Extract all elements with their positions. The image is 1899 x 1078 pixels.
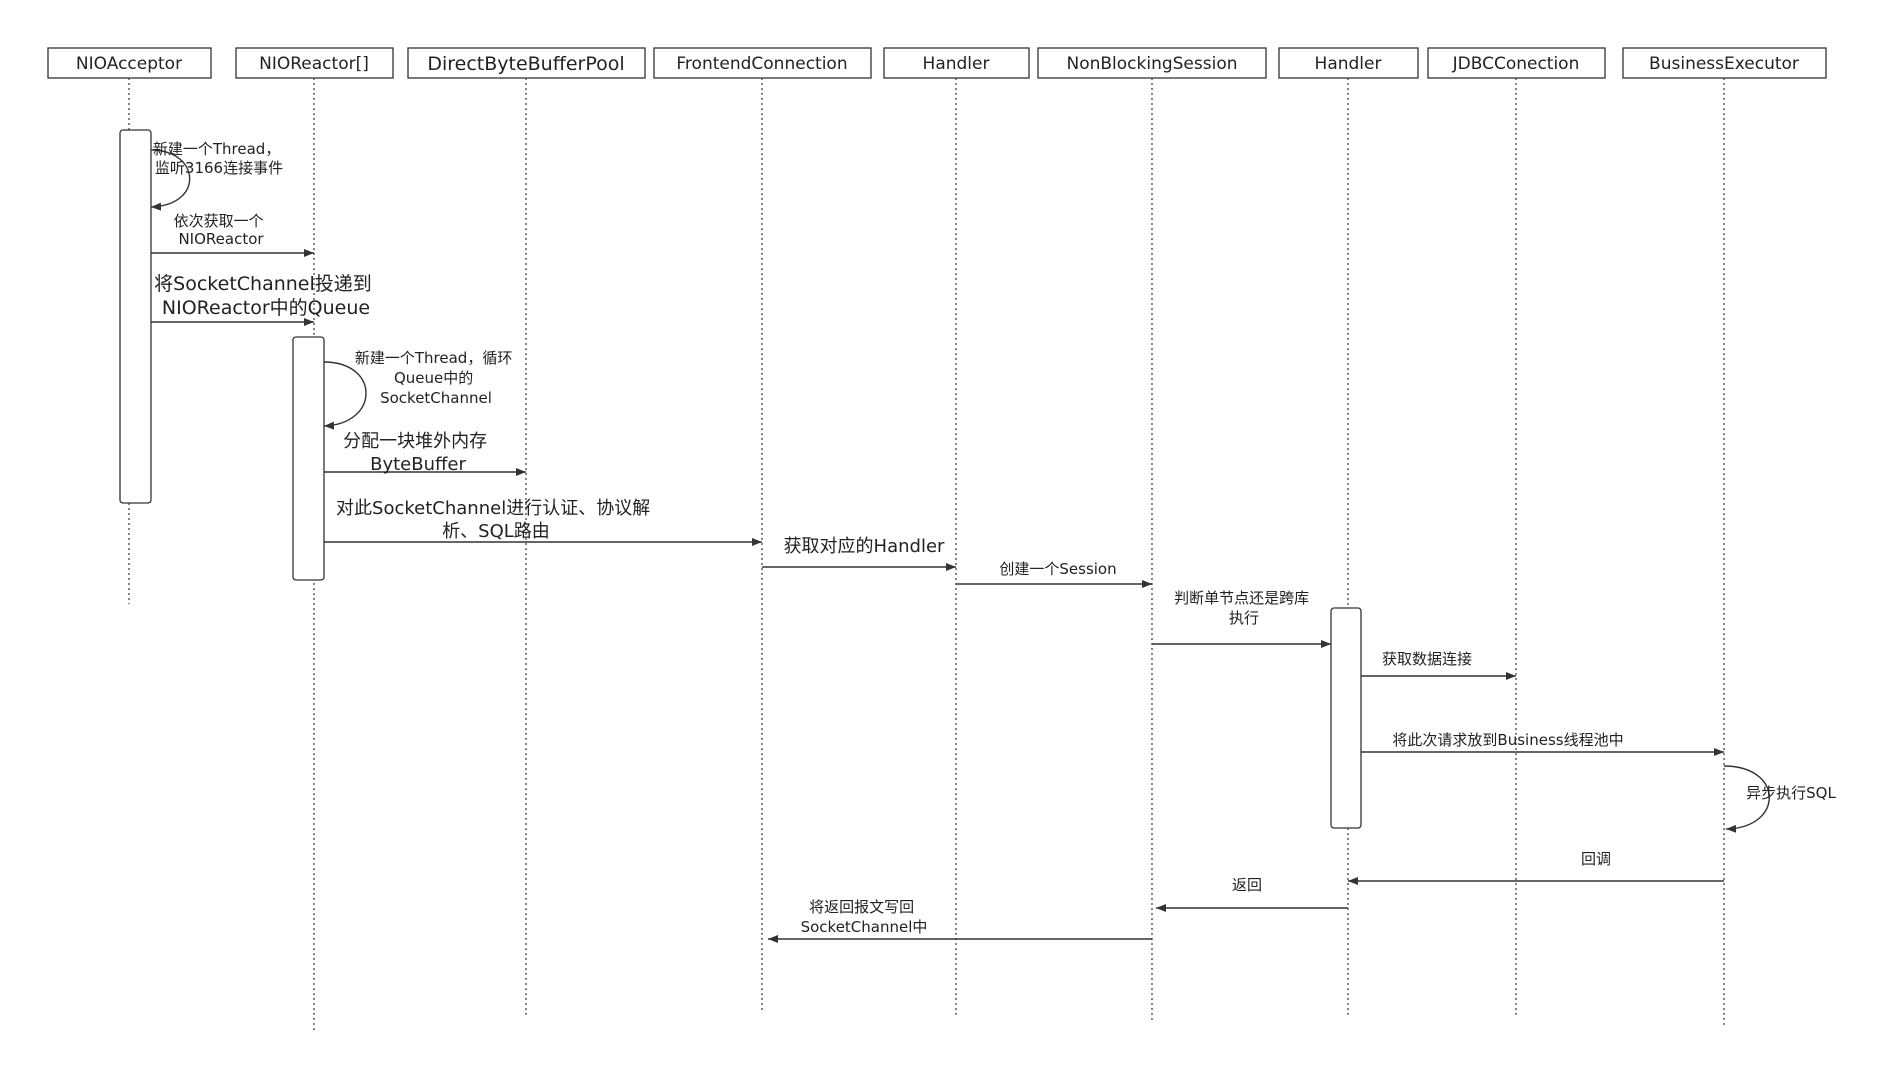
message-line: 新建一个Thread，: [153, 140, 280, 158]
message-label-get-connection: 获取数据连接: [1382, 650, 1472, 668]
participant-header-directbytebufferpool: DirectByteBufferPool: [407, 47, 646, 79]
participant-label: NIOAcceptor: [76, 54, 182, 74]
message-label-new-thread: 新建一个Thread， 监听3166连接事件: [153, 140, 285, 177]
message-line: 将返回报文写回: [809, 898, 914, 916]
message-line: SocketChannel中: [801, 918, 928, 936]
message-label-return: 返回: [1232, 876, 1262, 894]
message-line: 将此次请求放到Business线程池中: [1392, 731, 1623, 749]
message-label-authenticate-route: 对此SocketChannel进行认证、协议解 析、SQL路由: [336, 498, 656, 542]
message-label-create-session: 创建一个Session: [999, 560, 1116, 578]
message-line: 判断单节点还是跨库: [1174, 589, 1309, 607]
message-line: 返回: [1232, 876, 1262, 894]
message-label-get-handler: 获取对应的Handler: [784, 536, 945, 557]
participant-header-jdbcconection: JDBCConection: [1427, 47, 1606, 79]
activation-bar-nioreactor: [292, 336, 325, 581]
participant-label: Handler: [923, 54, 990, 74]
participant-header-handler-2: Handler: [1278, 47, 1419, 79]
message-label-write-back: 将返回报文写回 SocketChannel中: [801, 898, 928, 936]
message-line: 获取数据连接: [1382, 650, 1472, 668]
participant-label: DirectByteBufferPool: [427, 53, 624, 75]
message-line: 监听3166连接事件: [155, 159, 283, 177]
message-line: SocketChannel: [380, 389, 492, 407]
self-arrow-new-thread: [150, 149, 191, 211]
participant-label: Handler: [1315, 54, 1382, 74]
participant-header-nioreactor: NIOReactor[]: [235, 47, 394, 79]
participant-label: NonBlockingSession: [1066, 54, 1237, 74]
message-line: 执行: [1229, 609, 1259, 627]
message-line: 依次获取一个: [174, 212, 264, 230]
message-line: 获取对应的Handler: [784, 536, 945, 557]
participant-label: FrontendConnection: [676, 54, 847, 74]
message-line: 新建一个Thread，循环: [355, 349, 512, 367]
participant-header-businessexecutor: BusinessExecutor: [1622, 47, 1827, 79]
message-label-callback: 回调: [1581, 850, 1611, 868]
activation-bar-handler-2: [1330, 607, 1362, 829]
message-line: 对此SocketChannel进行认证、协议解: [336, 498, 650, 519]
participant-label: JDBCConection: [1452, 54, 1580, 74]
message-line: 回调: [1581, 850, 1611, 868]
message-line: 异步执行SQL: [1746, 784, 1836, 802]
message-line: 将SocketChannel投递到: [154, 273, 372, 295]
message-line: 创建一个Session: [999, 560, 1116, 578]
message-label-submit-business: 将此次请求放到Business线程池中: [1392, 731, 1623, 749]
self-arrow-loop-queue: [323, 361, 367, 430]
message-line: 分配一块堆外内存: [343, 431, 487, 452]
activation-bar-nioacceptor: [119, 129, 152, 504]
message-label-allocate-bytebuffer: 分配一块堆外内存 ByteBuffer: [343, 431, 493, 475]
participant-label: NIOReactor[]: [259, 54, 369, 74]
message-line: NIOReactor中的Queue: [162, 297, 370, 319]
participant-header-nonblockingsession: NonBlockingSession: [1037, 47, 1267, 79]
participant-label: BusinessExecutor: [1649, 54, 1799, 74]
message-line: Queue中的: [394, 369, 473, 387]
participant-header-handler-1: Handler: [883, 47, 1030, 79]
message-label-deliver-socketchannel: 将SocketChannel投递到 NIOReactor中的Queue: [154, 273, 378, 319]
message-line: 析、SQL路由: [442, 521, 550, 542]
message-label-loop-queue: 新建一个Thread，循环 Queue中的 SocketChannel: [355, 349, 517, 407]
self-arrow-async-sql: [1723, 765, 1770, 833]
participant-header-frontendconnection: FrontendConnection: [653, 47, 872, 79]
message-label-async-sql: 异步执行SQL: [1746, 784, 1836, 802]
message-line: ByteBuffer: [370, 454, 466, 475]
message-label-judge-node: 判断单节点还是跨库 执行: [1174, 589, 1314, 627]
message-line: NIOReactor: [178, 230, 264, 248]
participant-header-nioacceptor: NIOAcceptor: [47, 47, 212, 79]
message-label-get-nioreactor: 依次获取一个 NIOReactor: [174, 212, 269, 248]
